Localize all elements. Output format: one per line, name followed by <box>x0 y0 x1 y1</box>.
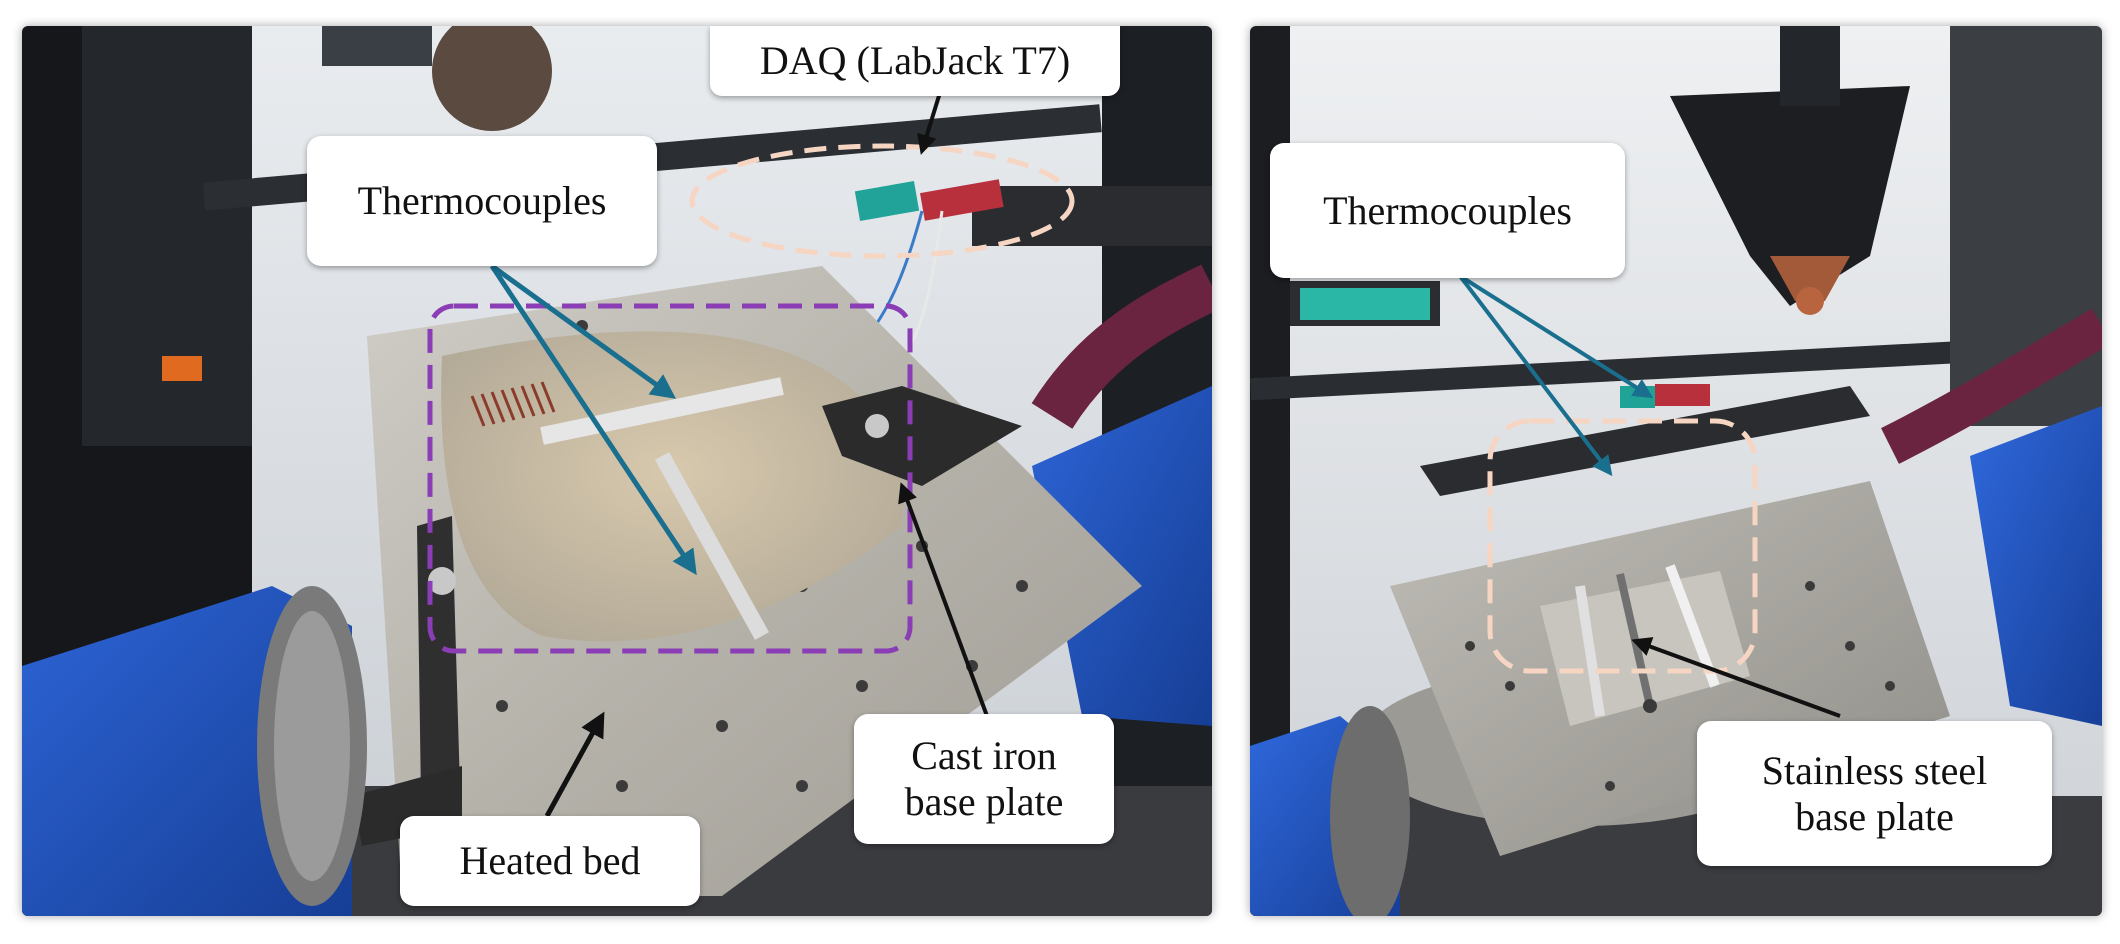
stainless-label-line2: base plate <box>1795 793 1954 839</box>
cast-iron-label-line1: Cast iron <box>911 733 1057 778</box>
daq-label: DAQ (LabJack T7) <box>710 26 1120 96</box>
right-photo-panel: Thermocouples Stainless steel base plate <box>1250 26 2102 916</box>
thermocouples-label-right: Thermocouples <box>1270 143 1625 278</box>
thermocouples-label-left: Thermocouples <box>307 136 657 266</box>
thermocouples-label-left-text: Thermocouples <box>357 178 607 223</box>
heated-bed-label: Heated bed <box>400 816 700 906</box>
stainless-label: Stainless steel base plate <box>1697 721 2052 866</box>
heated-bed-label-text: Heated bed <box>459 838 641 883</box>
stainless-label-line1: Stainless steel <box>1761 747 1988 793</box>
thermocouples-label-right-text: Thermocouples <box>1323 187 1572 233</box>
daq-label-text: DAQ (LabJack T7) <box>759 38 1071 83</box>
left-photo-panel: DAQ (LabJack T7) Thermocouples Cast iron… <box>22 26 1212 916</box>
cast-iron-label: Cast iron base plate <box>854 714 1114 844</box>
cast-iron-label-line2: base plate <box>904 779 1064 824</box>
